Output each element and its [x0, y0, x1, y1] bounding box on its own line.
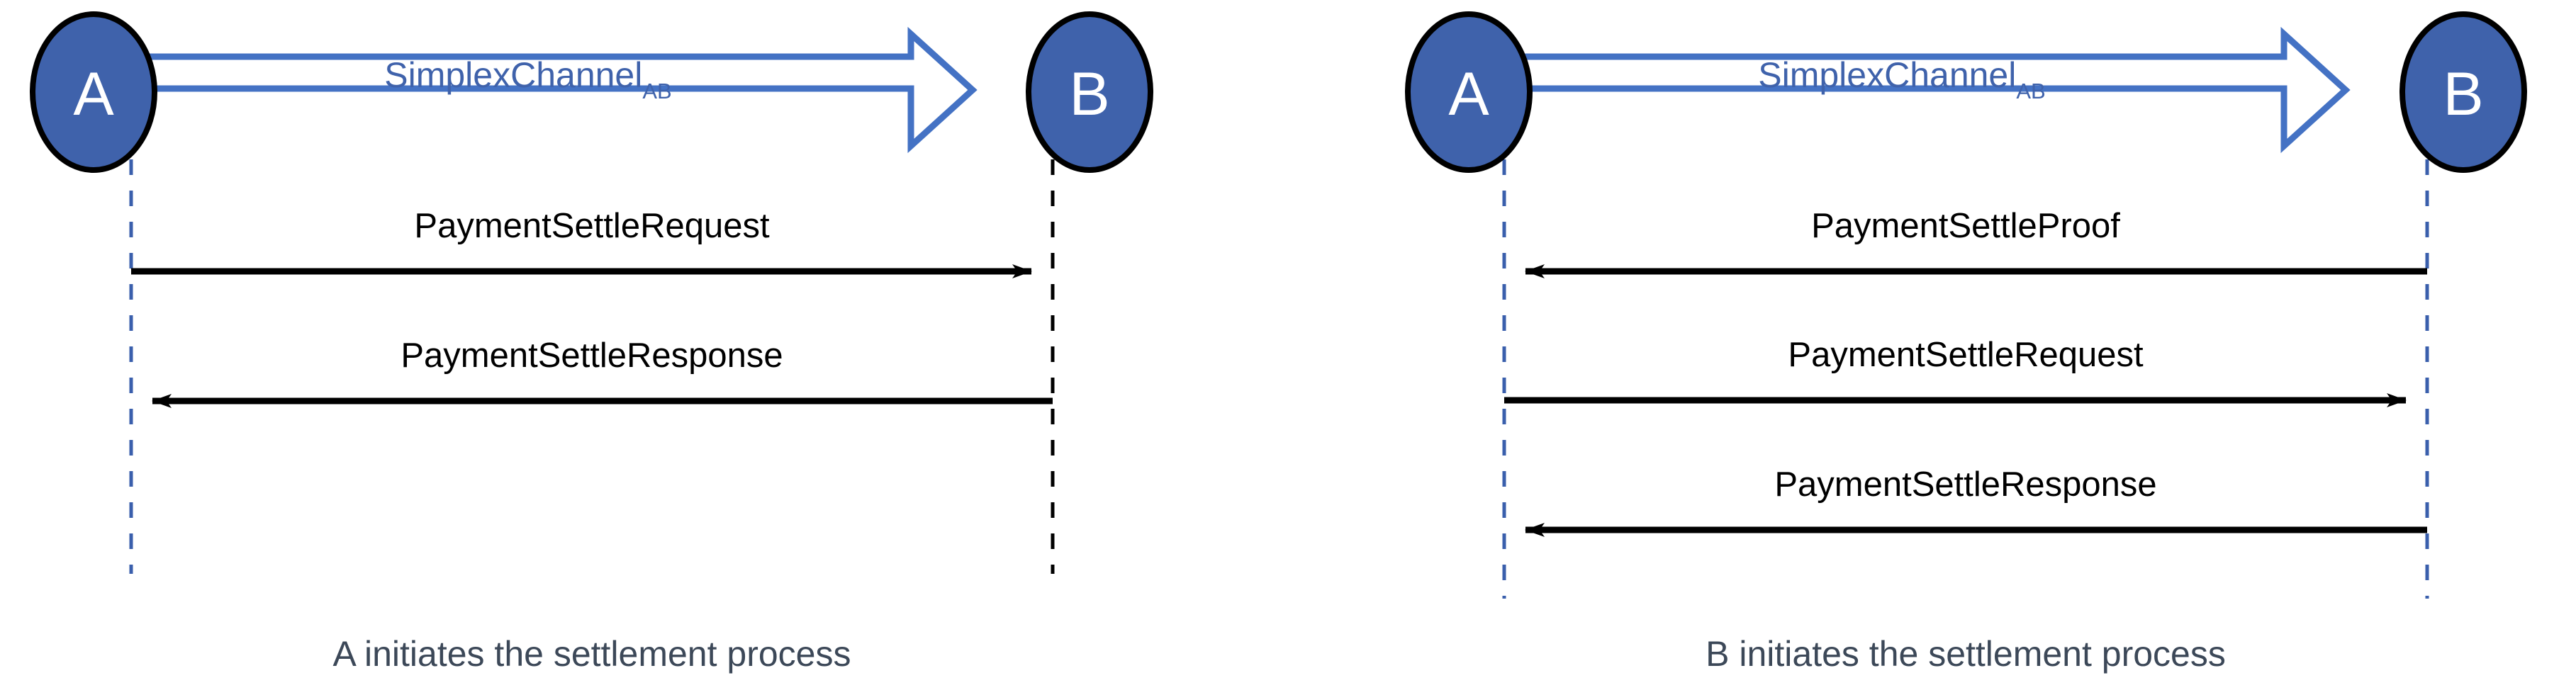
message-label-2: PaymentSettleResponse [401, 336, 783, 375]
simplex-channel-label-text: SimplexChannel [1758, 55, 2016, 95]
simplex-channel-subscript: AB [2016, 79, 2045, 103]
panel-caption-left: A initiates the settlement process [333, 634, 851, 674]
simplex-channel-label-text: SimplexChannel [384, 55, 642, 95]
actor-label-b: B [2443, 60, 2483, 128]
simplex-channel-block-arrow [101, 26, 978, 154]
message-label-2: PaymentSettleRequest [1788, 336, 2144, 374]
panel-right-canvas: A B SimplexChannelAB PaymentSettleProof … [1405, 11, 2527, 674]
message-label-1: PaymentSettleRequest [414, 207, 770, 245]
actor-label-a: A [73, 60, 114, 128]
actor-node-a [1405, 11, 1533, 173]
panel-caption-right: B initiates the settlement process [1706, 634, 2226, 674]
actor-label-b: B [1069, 60, 1109, 128]
actor-node-b [2399, 11, 2527, 173]
actor-label-a: A [1448, 60, 1489, 128]
message-label-3: PaymentSettleResponse [1774, 465, 2156, 504]
simplex-channel-label: SimplexChannelAB [1758, 55, 2045, 103]
sequence-diagram-panel-left: A B SimplexChannelAB PaymentSettleReques… [30, 11, 1153, 674]
sequence-diagram-panel-right: A B SimplexChannelAB PaymentSettleProof … [1288, 0, 2576, 690]
simplex-channel-block-arrow [1476, 26, 2351, 154]
simplex-channel-label: SimplexChannelAB [384, 55, 671, 103]
actor-node-a [30, 11, 157, 173]
actor-node-b [1026, 11, 1153, 173]
simplex-channel-subscript: AB [642, 79, 671, 103]
message-label-1: PaymentSettleProof [1811, 207, 2120, 245]
panel-left-canvas: A B SimplexChannelAB PaymentSettleReques… [30, 11, 1153, 674]
